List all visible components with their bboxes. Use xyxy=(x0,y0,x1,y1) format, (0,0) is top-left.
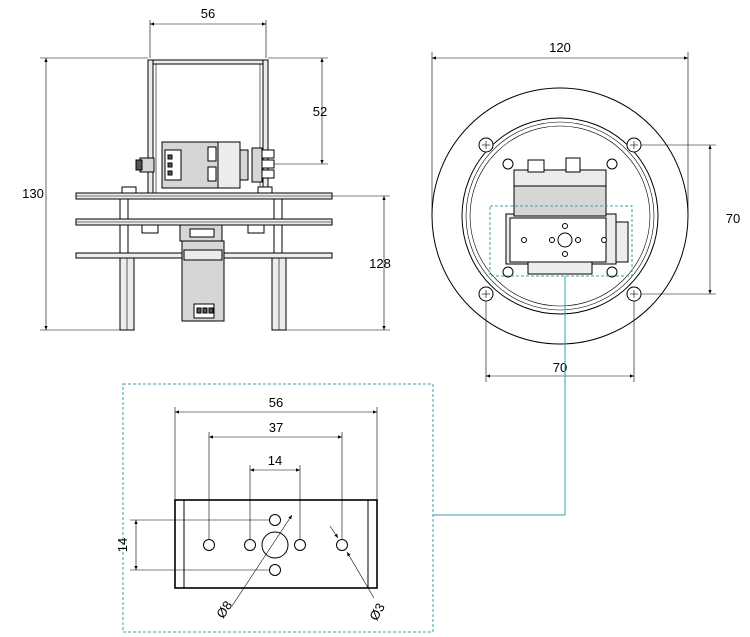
side-view: 56 130 52 128 xyxy=(22,6,391,331)
detail-leader xyxy=(433,276,566,516)
detail-frame xyxy=(122,383,434,633)
dim-center-hole-label: Ø8 xyxy=(213,598,235,621)
spacers xyxy=(75,198,333,256)
dim-inner-holes: 14 xyxy=(249,453,301,539)
dim-screw-vertical-label: 70 xyxy=(726,211,740,226)
dim-lower-height-label: 128 xyxy=(369,256,391,271)
top-plate xyxy=(75,186,333,200)
legs xyxy=(119,257,287,331)
hole-icon xyxy=(269,514,281,526)
mounting-holes xyxy=(203,514,348,576)
top-view: 120 70 70 xyxy=(431,40,740,382)
dim-small-hole-label: Ø3 xyxy=(366,600,388,623)
dim-lower-height: 128 xyxy=(286,195,391,331)
dim-overall-height: 130 xyxy=(22,57,148,331)
center-hole-icon xyxy=(261,531,289,559)
servo-horn-plate xyxy=(174,499,378,589)
shaft-hole-icon xyxy=(557,232,573,248)
dim-bracket-height-label: 52 xyxy=(313,104,327,119)
dim-base-diameter-label: 120 xyxy=(549,40,571,55)
detail-view: 56 37 14 14 Ø8 xyxy=(115,383,434,633)
dim-bracket-height: 52 xyxy=(268,57,328,165)
detail-callout-frame xyxy=(489,205,633,277)
dim-detail-width-label: 56 xyxy=(269,395,283,410)
dim-top-width-label: 56 xyxy=(201,6,215,21)
dim-top-width: 56 xyxy=(149,6,267,58)
inner-screws xyxy=(502,158,618,278)
dim-detail-width: 56 xyxy=(174,395,378,500)
dim-base-diameter: 120 xyxy=(431,40,689,214)
dim-vertical-holes: 14 xyxy=(115,519,269,571)
dim-inner-holes-label: 14 xyxy=(268,453,282,468)
hole-icon xyxy=(269,564,281,576)
servo-motor-top xyxy=(135,141,275,189)
dim-overall-height-label: 130 xyxy=(22,186,44,201)
hole-icon xyxy=(244,539,256,551)
hole-icon xyxy=(203,539,215,551)
servo-motor-bottom xyxy=(181,240,225,322)
base-outer-circle xyxy=(431,87,689,345)
dim-screw-horizontal: 70 xyxy=(485,301,635,382)
dim-outer-holes-label: 37 xyxy=(269,420,283,435)
dim-screw-horizontal-label: 70 xyxy=(553,360,567,375)
dim-screw-vertical: 70 xyxy=(641,144,740,295)
top-view-servo xyxy=(505,157,629,275)
hole-icon xyxy=(336,539,348,551)
base-inner-circle xyxy=(461,117,659,315)
dim-outer-holes: 37 xyxy=(208,420,343,539)
hole-icon xyxy=(294,539,306,551)
dim-vertical-holes-label: 14 xyxy=(115,538,130,552)
